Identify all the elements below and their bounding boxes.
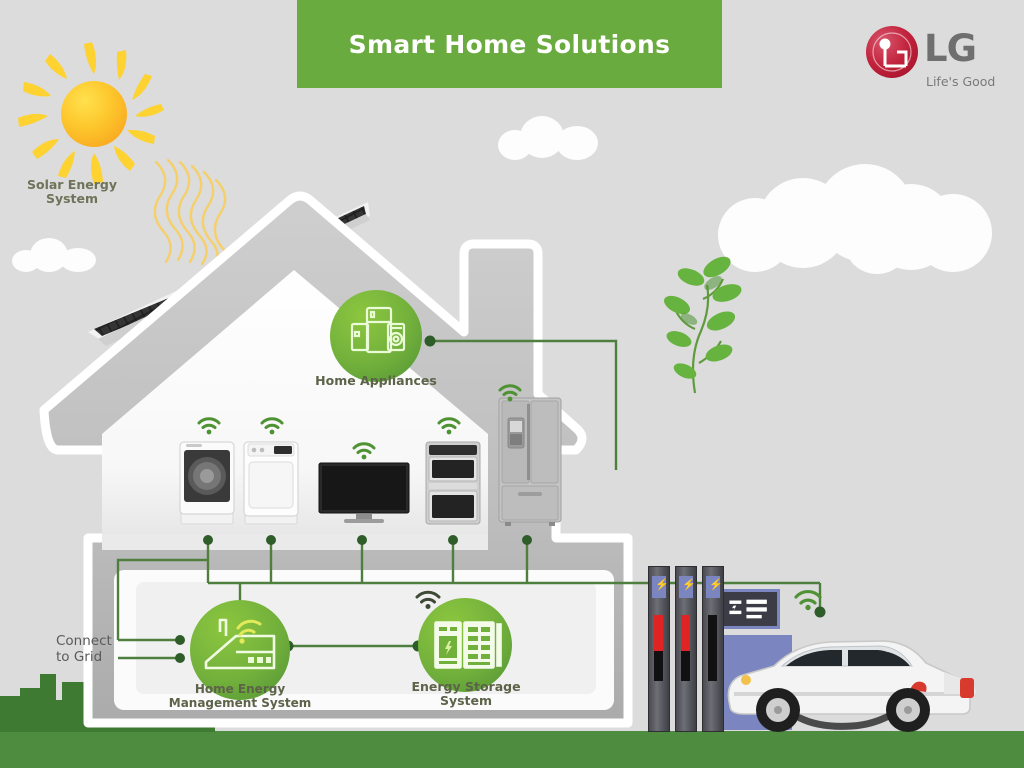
solar-label-line1: Solar Energy: [26, 177, 117, 192]
charger-pillar-1[interactable]: ⚡: [648, 566, 670, 732]
label-energy-storage-system: Energy Storage System: [388, 680, 544, 708]
lg-logo: LG Life's Good: [866, 26, 1006, 98]
double-wall-oven[interactable]: [422, 440, 484, 526]
lg-tagline: Life's Good: [926, 74, 996, 89]
node-label-line2: Management System: [168, 696, 312, 710]
wifi-icon-oven: [436, 415, 462, 440]
label-home-appliances: Home Appliances: [306, 374, 446, 388]
node-label-text: Energy Storage System: [411, 679, 521, 708]
ground-strip: [0, 731, 1024, 768]
charge-indicator: [654, 615, 663, 681]
television[interactable]: [318, 462, 410, 526]
bolt-icon: ⚡: [682, 579, 696, 591]
cloud-small-left: [12, 236, 100, 272]
label-home-energy-management-system: Home Energy Management System: [160, 682, 320, 710]
bolt-icon: ⚡: [655, 579, 669, 591]
charger-pillar-2[interactable]: ⚡: [675, 566, 697, 732]
clothes-dryer[interactable]: [240, 440, 302, 526]
node-label-line1: Home Energy: [194, 682, 286, 696]
node-energy-storage-system[interactable]: [418, 598, 512, 692]
connect-to-grid-label: Connect to Grid: [56, 633, 166, 665]
node-home-appliances[interactable]: [330, 290, 422, 382]
wifi-icon-ess: [414, 588, 442, 615]
solar-energy-flow: [153, 158, 227, 270]
ev-charging-station[interactable]: ⚡ ⚡ ⚡: [648, 566, 726, 732]
wifi-icon-ev: [793, 588, 823, 616]
lg-mark-icon: [866, 26, 918, 78]
title-banner: Smart Home Solutions: [297, 0, 722, 88]
bolt-icon: ⚡: [709, 579, 723, 591]
wifi-icon-refrigerator: [497, 382, 523, 407]
sun-icon: [14, 36, 169, 186]
wifi-icon-dryer: [259, 415, 285, 440]
solar-label-line2: System: [45, 191, 99, 206]
charge-indicator: [681, 615, 690, 681]
cloud-small-top: [498, 112, 608, 160]
wifi-icon-washer: [196, 415, 222, 440]
cloud-large: [718, 156, 1008, 274]
solar-energy-label: Solar Energy System: [16, 178, 128, 206]
page-title: Smart Home Solutions: [348, 29, 671, 59]
grid-label-line1: Connect: [56, 633, 112, 649]
refrigerator[interactable]: [496, 396, 564, 526]
node-home-energy-management-system[interactable]: [190, 600, 290, 700]
vine-plant: [663, 256, 742, 394]
charger-pillar-3[interactable]: ⚡: [702, 566, 724, 732]
node-label-text: Home Appliances: [315, 373, 437, 388]
washing-machine[interactable]: [176, 440, 238, 526]
lg-wordmark: LG: [924, 27, 977, 70]
electric-vehicle[interactable]: [712, 620, 982, 732]
charger-screen: [706, 576, 720, 598]
grid-label-line2: to Grid: [56, 649, 103, 665]
wifi-icon-tv: [351, 440, 377, 465]
charge-indicator: [708, 615, 717, 681]
charger-screen: [652, 576, 666, 598]
charger-screen: [679, 576, 693, 598]
